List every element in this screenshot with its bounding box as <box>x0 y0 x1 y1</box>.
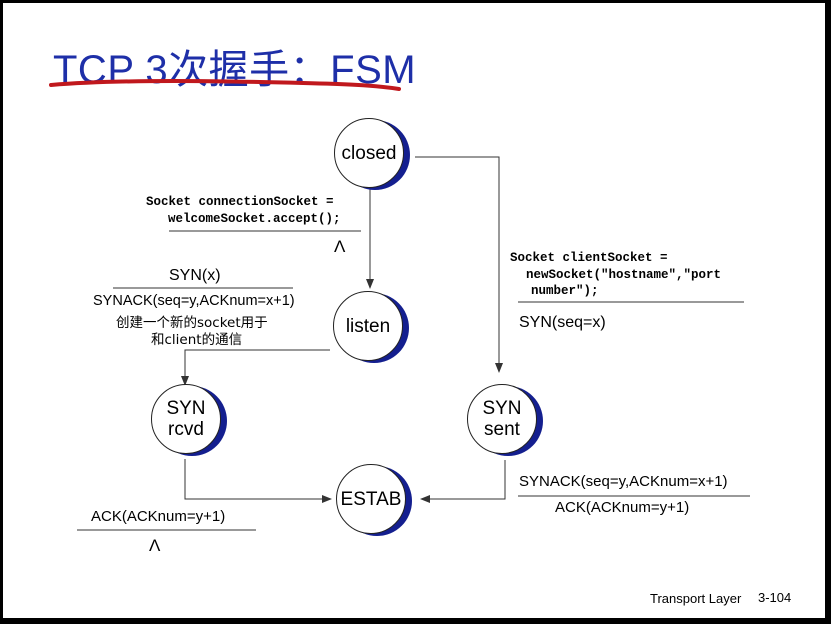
state-syn-rcvd-label: SYN rcvd <box>166 398 206 440</box>
title-underline <box>49 79 401 91</box>
state-syn-rcvd: SYN rcvd <box>151 384 221 454</box>
event-ack-syn-rcvd: ACK(ACKnum=y+1) <box>91 508 226 525</box>
state-listen-label: listen <box>345 315 391 337</box>
lambda-syn-rcvd-estab: Λ <box>149 536 161 555</box>
slide: TCP 3次握手：FSM closed listen <box>3 3 825 618</box>
footer-label: Transport Layer <box>650 591 742 606</box>
state-closed-label: closed <box>341 142 397 164</box>
code-connection-socket-1: Socket connectionSocket = <box>146 195 334 209</box>
code-connection-socket-2: welcomeSocket.accept(); <box>168 212 341 226</box>
page-number: 3-104 <box>758 590 792 605</box>
code-client-socket-1: Socket clientSocket = <box>510 251 668 265</box>
action-syn-seq-x: SYN(seq=x) <box>519 314 606 331</box>
state-listen: listen <box>333 291 403 361</box>
state-estab-label: ESTAB <box>340 488 402 510</box>
action-ack-syn-sent: ACK(ACKnum=y+1) <box>555 499 690 516</box>
event-syn-x: SYN(x) <box>169 267 221 284</box>
action-communicate-client: 和client的通信 <box>151 332 243 348</box>
action-synack-listen: SYNACK(seq=y,ACKnum=x+1) <box>93 293 295 309</box>
code-client-socket-3: number"); <box>531 284 599 298</box>
edge-closed-to-syn-sent <box>415 156 503 373</box>
edge-syn-rcvd-to-estab <box>184 459 332 503</box>
code-client-socket-2: newSocket("hostname","port <box>526 268 722 282</box>
edge-syn-sent-to-estab <box>420 460 506 503</box>
edge-listen-to-syn-rcvd <box>181 349 330 386</box>
state-estab: ESTAB <box>336 464 406 534</box>
event-synack-syn-sent: SYNACK(seq=y,ACKnum=x+1) <box>519 473 728 490</box>
action-create-socket: 创建一个新的socket用于 <box>116 315 268 331</box>
state-closed: closed <box>334 118 404 188</box>
fsm-diagram <box>49 79 750 531</box>
state-syn-sent: SYN sent <box>467 384 537 454</box>
lambda-closed-listen: Λ <box>334 237 346 256</box>
state-syn-sent-label: SYN sent <box>482 398 522 440</box>
